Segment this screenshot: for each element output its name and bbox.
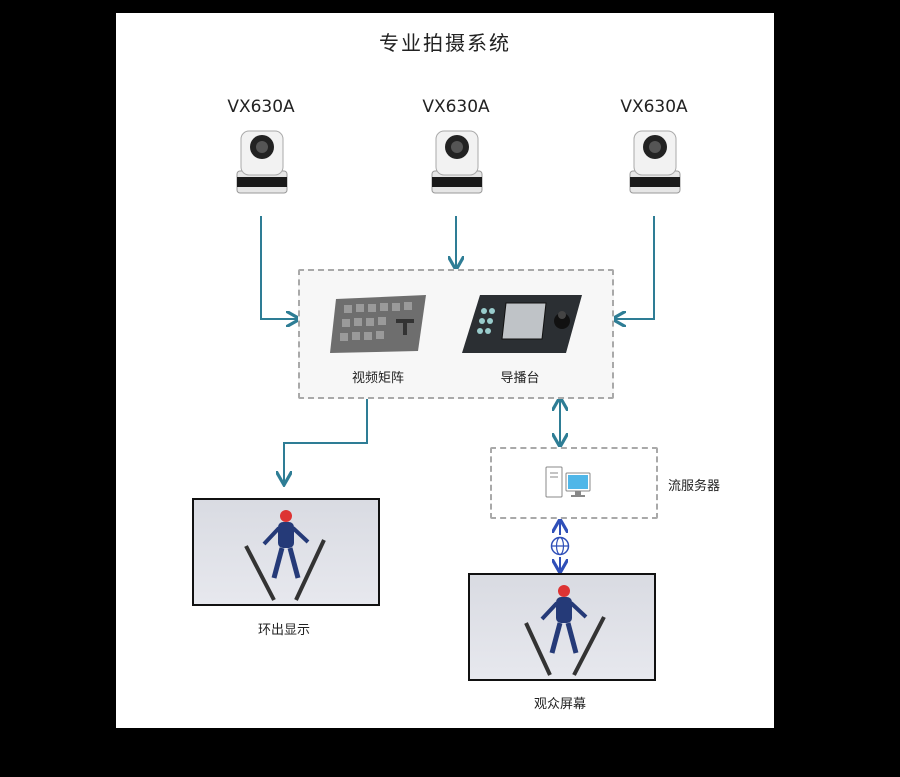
camera-label: VX630A bbox=[396, 97, 516, 117]
ski-jumper-image bbox=[194, 500, 378, 604]
camera-right: VX630A bbox=[594, 97, 714, 199]
camera-label: VX630A bbox=[594, 97, 714, 117]
computer-icon bbox=[544, 463, 594, 503]
camera-center: VX630A bbox=[396, 97, 516, 199]
loop-display-label: 环出显示 bbox=[234, 619, 334, 638]
stream-server-box bbox=[490, 447, 658, 519]
camera-label: VX630A bbox=[201, 97, 321, 117]
ski-jumper-image bbox=[470, 575, 654, 679]
globe-icon bbox=[550, 536, 570, 556]
video-matrix-label: 视频矩阵 bbox=[326, 367, 430, 386]
diagram-canvas: 专业拍摄系统 VX630 bbox=[116, 13, 774, 728]
connector-camera-left bbox=[261, 216, 298, 319]
ptz-camera-icon bbox=[396, 117, 516, 195]
director-console-label: 导播台 bbox=[468, 367, 572, 386]
director-console-icon bbox=[458, 291, 586, 357]
connector-loop-display bbox=[284, 397, 367, 483]
video-matrix-icon bbox=[326, 291, 430, 357]
ptz-camera-icon bbox=[594, 117, 714, 195]
control-hub-box: 视频矩阵 导播台 bbox=[298, 269, 614, 399]
camera-left: VX630A bbox=[201, 97, 321, 199]
audience-screen bbox=[468, 573, 656, 681]
connector-camera-right bbox=[614, 216, 654, 319]
stream-server-label: 流服务器 bbox=[668, 475, 738, 494]
loop-display-screen bbox=[192, 498, 380, 606]
ptz-camera-icon bbox=[201, 117, 321, 195]
audience-screen-label: 观众屏幕 bbox=[510, 693, 610, 712]
